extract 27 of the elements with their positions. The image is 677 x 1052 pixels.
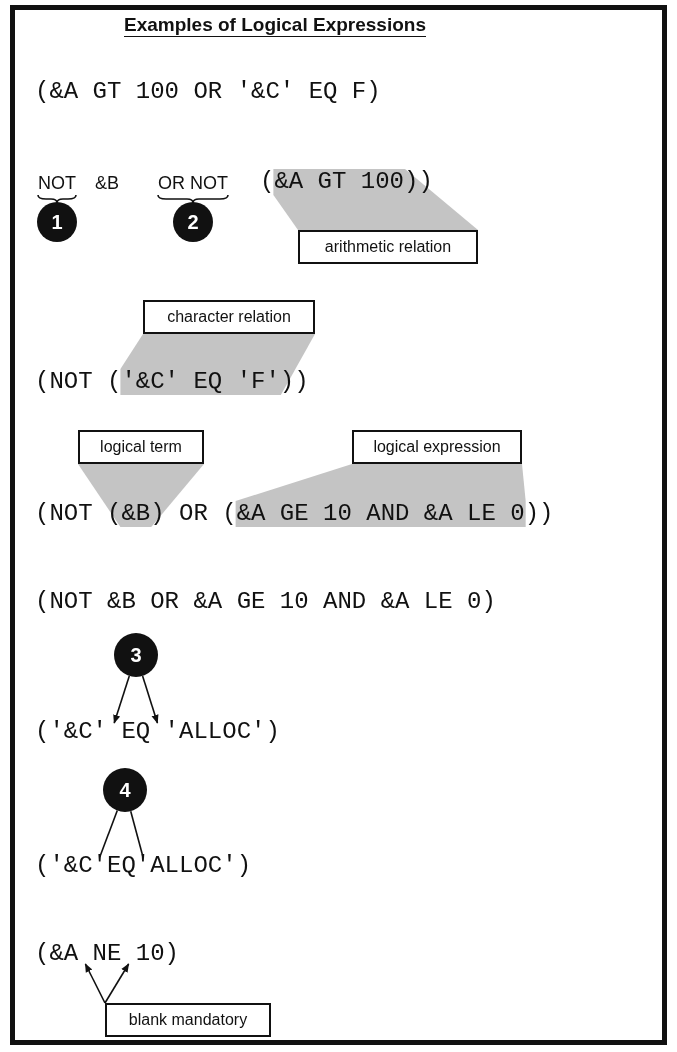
code-expression: (NOT (&B) OR (&A GE 10 AND &A LE 0)) [35,500,554,528]
callout-number: 4 [103,768,147,812]
leader-line [99,809,119,858]
label-box: logical term [78,430,204,464]
code-expression: ('&C' EQ 'ALLOC') [35,718,280,746]
code-expression: (NOT ('&C' EQ 'F')) [35,368,309,396]
callout-number: 3 [114,633,158,677]
title: Examples of Logical Expressions [123,14,427,36]
arrow [84,963,106,1004]
arrow [141,675,159,724]
keyword-text: OR NOT [158,172,228,194]
code-expression: (&A GT 100)) [260,168,433,196]
code-expression: ('&C'EQ'ALLOC') [35,852,252,880]
code-expression: (NOT &B OR &A GE 10 AND &A LE 0) [35,588,496,616]
arrow [113,675,131,724]
arrow [104,963,130,1004]
leader-line [129,810,144,858]
label-box: character relation [143,300,315,334]
label-box: logical expression [352,430,522,464]
keyword-text: NOT [38,172,76,194]
callout-number: 2 [173,202,213,242]
callout-number: 1 [37,202,77,242]
code-expression: (&A NE 10) [35,940,180,968]
code-expression: (&A GT 100 OR '&C' EQ F) [35,78,381,106]
keyword-text: &B [95,172,119,194]
label-box: blank mandatory [105,1003,271,1037]
label-box: arithmetic relation [298,230,478,264]
